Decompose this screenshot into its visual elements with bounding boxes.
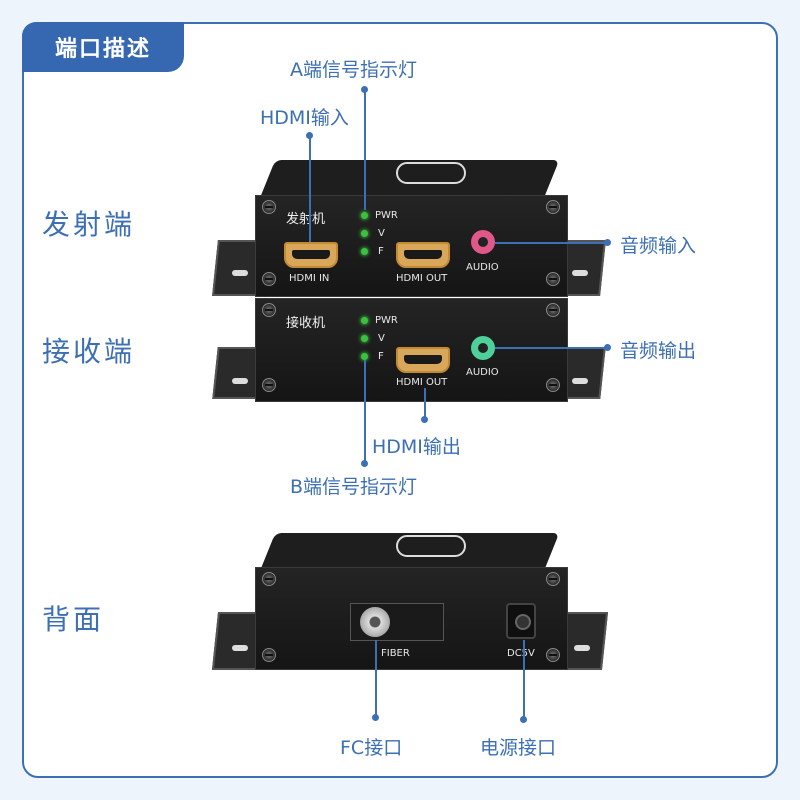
hdmi-out-port <box>396 242 450 268</box>
audio-in-port <box>471 230 495 254</box>
screw-icon <box>262 303 276 317</box>
screw-icon <box>262 648 276 662</box>
led-f-icon <box>361 353 368 360</box>
callout-dot <box>361 86 368 93</box>
screw-icon <box>546 378 560 392</box>
callout-line <box>364 360 366 462</box>
led-f-icon <box>361 248 368 255</box>
led-pwr-icon <box>361 212 368 219</box>
callout-line <box>309 136 311 242</box>
callout-fc-port: FC接口 <box>340 737 403 759</box>
callout-audio-in: 音频输入 <box>620 235 697 257</box>
led-label: F <box>378 351 384 362</box>
screw-icon <box>546 303 560 317</box>
brand-logo-icon <box>396 162 466 184</box>
audio-out-label: AUDIO <box>466 367 499 378</box>
flange-hole <box>574 645 590 651</box>
hdmi-out-port <box>396 347 450 373</box>
screw-icon <box>546 272 560 286</box>
led-label: PWR <box>375 315 398 326</box>
transmitter-name: 发射机 <box>286 212 326 227</box>
callout-hdmi-in: HDMI输入 <box>260 107 349 129</box>
callout-dot <box>604 239 611 246</box>
screw-icon <box>546 200 560 214</box>
section-transmitter-label: 发射端 <box>42 208 136 241</box>
callout-dot <box>306 132 313 139</box>
callout-line <box>495 347 605 349</box>
hdmi-out-label: HDMI OUT <box>396 273 448 284</box>
brand-logo-icon <box>396 535 466 557</box>
callout-line <box>424 388 426 420</box>
hdmi-in-label: HDMI IN <box>289 273 330 284</box>
callout-a-indicator: A端信号指示灯 <box>290 59 417 81</box>
callout-dot <box>520 716 527 723</box>
section-receiver-label: 接收端 <box>42 335 136 368</box>
receiver-name: 接收机 <box>286 316 326 331</box>
callout-audio-out: 音频输出 <box>620 340 697 362</box>
led-pwr-icon <box>361 317 368 324</box>
callout-hdmi-out: HDMI输出 <box>372 436 461 458</box>
flange-hole <box>232 645 248 651</box>
callout-dot <box>421 416 428 423</box>
flange-hole <box>232 270 248 276</box>
callout-dot <box>361 460 368 467</box>
section-back-label: 背面 <box>42 603 105 636</box>
hdmi-out-label: HDMI OUT <box>396 377 448 388</box>
hdmi-in-port <box>284 242 338 268</box>
callout-line <box>364 90 366 210</box>
led-label: V <box>378 333 385 344</box>
dc-jack-icon <box>506 603 536 639</box>
led-v-icon <box>361 230 368 237</box>
flange-hole <box>232 378 248 384</box>
page-title: 端口描述 <box>22 22 184 72</box>
callout-line <box>523 640 525 718</box>
screw-icon <box>262 378 276 392</box>
callout-dot <box>372 714 379 721</box>
screw-icon <box>262 200 276 214</box>
dc-label: DC5V <box>507 648 535 659</box>
audio-out-port <box>471 336 495 360</box>
callout-b-indicator: B端信号指示灯 <box>290 476 418 498</box>
screw-icon <box>262 272 276 286</box>
led-label: PWR <box>375 210 398 221</box>
callout-dot <box>604 344 611 351</box>
screw-icon <box>262 572 276 586</box>
callout-power-port: 电源接口 <box>480 737 557 759</box>
callout-line <box>495 242 605 244</box>
screw-icon <box>546 648 560 662</box>
led-label: V <box>378 228 385 239</box>
led-label: F <box>378 246 384 257</box>
fc-connector-icon <box>360 607 390 637</box>
flange-hole <box>572 378 588 384</box>
callout-line <box>375 640 377 716</box>
audio-in-label: AUDIO <box>466 262 499 273</box>
screw-icon <box>546 572 560 586</box>
flange-hole <box>572 270 588 276</box>
fiber-label: FIBER <box>381 648 410 659</box>
led-v-icon <box>361 335 368 342</box>
